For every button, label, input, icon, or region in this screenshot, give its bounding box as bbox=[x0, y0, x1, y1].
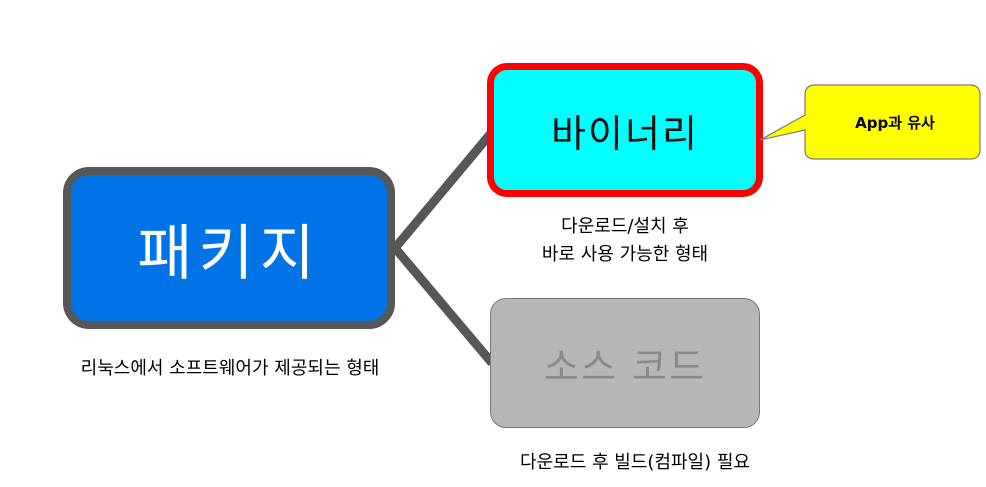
package-caption: 리눅스에서 소프트웨어가 제공되는 형태 bbox=[80, 358, 380, 379]
binary-node: 바이너리 bbox=[487, 63, 763, 197]
package-node: 패키지 bbox=[63, 167, 395, 329]
binary-node-label: 바이너리 bbox=[551, 111, 699, 156]
source-code-caption: 다운로드 후 빌드(컴파일) 필요 bbox=[520, 452, 750, 473]
binary-caption: 다운로드/설치 후 바로 사용 가능한 형태 bbox=[480, 213, 770, 269]
binary-caption-line-1: 다운로드/설치 후 bbox=[561, 216, 689, 237]
source-code-node-label: 소스 코드 bbox=[544, 344, 706, 389]
source-code-node: 소스 코드 bbox=[490, 298, 760, 428]
connector-package-binary bbox=[391, 129, 496, 251]
package-node-label: 패키지 bbox=[137, 218, 321, 289]
binary-caption-line-2: 바로 사용 가능한 형태 bbox=[541, 244, 709, 265]
callout-text: App과 유사 bbox=[855, 113, 935, 132]
connector-package-source bbox=[391, 245, 496, 366]
